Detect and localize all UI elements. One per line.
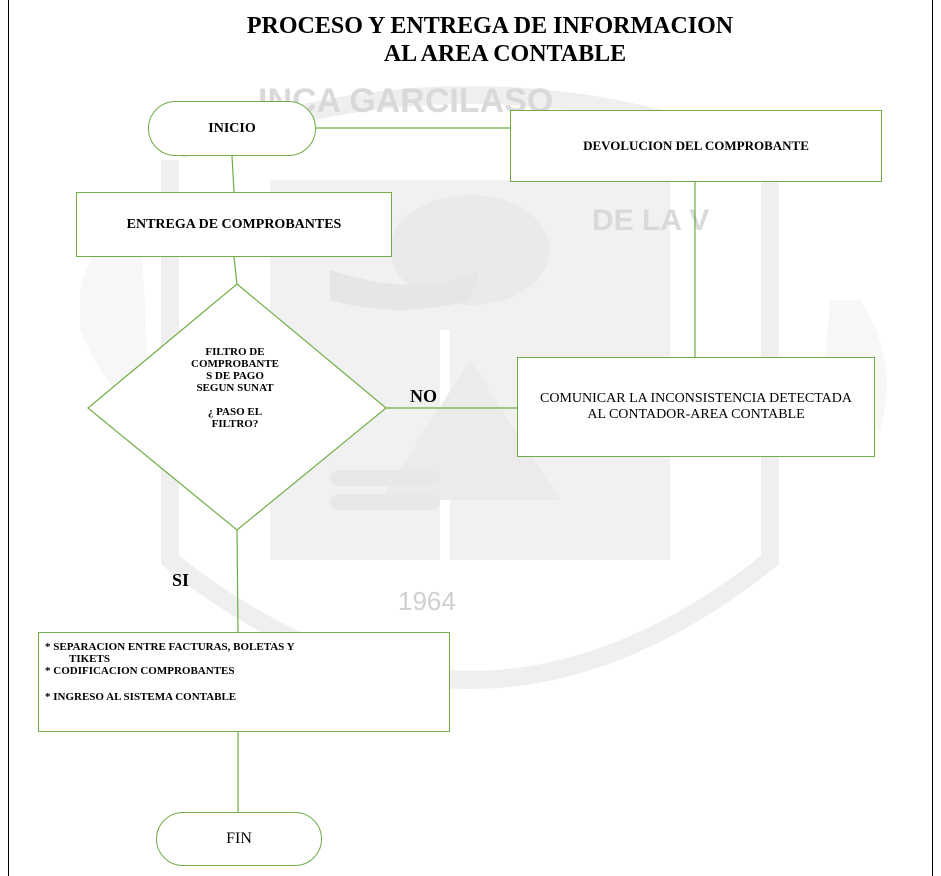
connector-inicio-entrega <box>231 155 235 193</box>
connector-entrega-decision <box>233 256 238 285</box>
connector-decision-proceso <box>236 529 239 633</box>
start-label: INICIO <box>208 120 256 136</box>
decision-line-4: SEGUN SUNAT <box>196 382 274 394</box>
deliver-vouchers-box: ENTREGA DE COMPROBANTES <box>76 192 392 257</box>
end-terminal: FIN <box>156 812 322 866</box>
processing-line-2: TIKETS <box>69 653 110 665</box>
decision-label: FILTRO DE COMPROBANTE S DE PAGO SEGUN SU… <box>170 346 300 430</box>
report-inconsistency-label: COMUNICAR LA INCONSISTENCIA DETECTADA AL… <box>540 391 852 422</box>
decision-line-5: ¿ PASO EL <box>207 406 263 418</box>
processing-box: * SEPARACION ENTRE FACTURAS, BOLETAS Y T… <box>38 632 450 732</box>
end-label: FIN <box>226 830 252 847</box>
start-terminal: INICIO <box>148 101 316 156</box>
branch-label-si: SI <box>172 570 190 590</box>
title-line-2: AL AREA CONTABLE <box>383 41 627 67</box>
document-frame <box>8 0 933 876</box>
title-line-1: PROCESO Y ENTREGA DE INFORMACION <box>246 13 734 39</box>
branch-label-no: NO <box>410 386 437 406</box>
decision-diamond <box>87 283 387 531</box>
report-inconsistency-box: COMUNICAR LA INCONSISTENCIA DETECTADA AL… <box>517 357 875 457</box>
page-title: PROCESO Y ENTREGA DE INFORMACION AL AREA… <box>130 12 850 68</box>
return-voucher-box: DEVOLUCION DEL COMPROBANTE <box>510 110 882 182</box>
decision-line-1: FILTRO DE <box>205 346 265 358</box>
decision-line-2: COMPROBANTE <box>191 358 279 370</box>
decision-line-3: S DE PAGO <box>206 370 264 382</box>
processing-line-1: * SEPARACION ENTRE FACTURAS, BOLETAS Y <box>45 641 295 653</box>
processing-line-3: * CODIFICACION COMPROBANTES <box>45 665 235 677</box>
deliver-vouchers-label: ENTREGA DE COMPROBANTES <box>126 216 342 232</box>
return-voucher-label: DEVOLUCION DEL COMPROBANTE <box>583 138 809 153</box>
processing-line-4: * INGRESO AL SISTEMA CONTABLE <box>45 691 237 703</box>
decision-line-6: FILTRO? <box>211 418 259 430</box>
